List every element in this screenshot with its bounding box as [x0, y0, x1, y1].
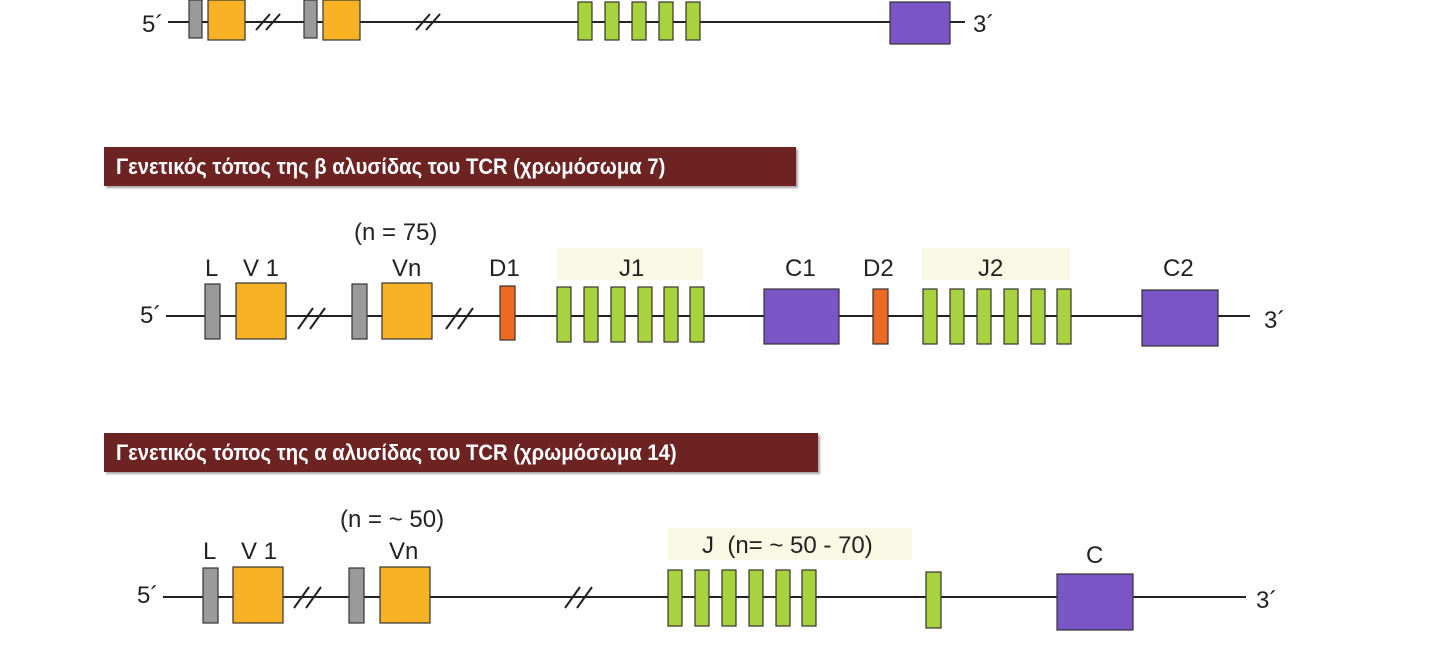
- top-break-mark-2: [415, 13, 441, 31]
- top-j-segment: [685, 1, 701, 41]
- beta-c1-segment: [763, 288, 840, 345]
- beta-label-v1: V 1: [243, 255, 279, 282]
- beta-j1-highlight: [557, 248, 703, 280]
- top-v-segment-1: [207, 0, 246, 41]
- alpha-label-c: C: [1086, 542, 1103, 569]
- alpha-v-segment-n: [379, 566, 431, 624]
- beta-label-c1: C1: [785, 255, 816, 282]
- top-locus: 5´ 3´: [142, 0, 994, 45]
- beta-leader-segment-2: [351, 283, 368, 340]
- alpha-five-prime-label: 5´: [137, 582, 158, 609]
- beta-label-c2: C2: [1163, 255, 1194, 282]
- beta-j2-segment: [949, 288, 965, 345]
- beta-locus-title: Γενετικός τόπος της β αλυσίδας του TCR (…: [116, 154, 666, 179]
- top-j-segment: [577, 1, 593, 41]
- alpha-j-segment: [801, 569, 817, 627]
- beta-leader-segment-1: [204, 283, 221, 340]
- top-leader-segment-2: [303, 0, 318, 39]
- beta-five-prime-label: 5´: [140, 302, 161, 329]
- top-j-segment: [658, 1, 674, 41]
- beta-j2-segment: [976, 288, 992, 345]
- alpha-j-segment: [775, 569, 791, 627]
- beta-d2-segment: [872, 288, 889, 345]
- beta-j1-segment: [637, 286, 653, 343]
- top-three-prime-label: 3´: [973, 11, 994, 38]
- beta-j2-segment: [922, 288, 938, 345]
- top-leader-segment-1: [188, 0, 203, 39]
- top-j-segments: [577, 1, 701, 41]
- alpha-label-v1: V 1: [241, 538, 277, 565]
- beta-three-prime-label: 3´: [1264, 307, 1285, 334]
- alpha-j-highlight: [668, 528, 912, 560]
- beta-j2-segment: [1030, 288, 1046, 345]
- beta-j1-segments: [556, 286, 705, 343]
- alpha-locus: (n = ~ 50) L V 1 Vn J (n= ~ 50 - 70) C 5…: [137, 506, 1277, 631]
- beta-break-mark-2: [445, 307, 474, 330]
- alpha-leader-segment-1: [202, 567, 219, 624]
- alpha-j-segment: [667, 569, 683, 627]
- beta-locus: (n = 75) L V 1 Vn D1 J1 C1 D2 J2 C2 5´: [140, 219, 1285, 347]
- alpha-label-vn: Vn: [389, 538, 418, 565]
- beta-j2-segment: [1056, 288, 1072, 345]
- alpha-locus-title-banner: Γενετικός τόπος της α αλυσίδας του TCR (…: [104, 433, 818, 472]
- beta-j1-segment: [689, 286, 705, 343]
- top-v-segment-2: [322, 0, 361, 41]
- alpha-j-segments: [667, 569, 942, 629]
- beta-locus-title-banner: Γενετικός τόπος της β αλυσίδας του TCR (…: [104, 147, 796, 186]
- beta-label-d2: D2: [863, 255, 894, 282]
- beta-v-segment-1: [235, 282, 287, 340]
- top-j-segment: [631, 1, 647, 41]
- alpha-c-segment: [1056, 573, 1134, 631]
- alpha-three-prime-label: 3´: [1256, 587, 1277, 614]
- beta-j1-segment: [583, 286, 599, 343]
- top-j-segment: [604, 1, 620, 41]
- alpha-j-segment-last: [925, 571, 942, 629]
- top-c-segment: [889, 1, 951, 45]
- alpha-leader-segment-2: [348, 567, 365, 624]
- beta-vn-count-label: (n = 75): [354, 219, 437, 246]
- beta-j1-segment: [663, 286, 679, 343]
- beta-c2-segment: [1141, 289, 1219, 347]
- alpha-j-segment: [721, 569, 737, 627]
- beta-label-vn: Vn: [392, 255, 421, 282]
- alpha-j-segment: [748, 569, 764, 627]
- beta-j1-segment: [556, 286, 572, 343]
- beta-v-segment-n: [381, 282, 433, 340]
- alpha-locus-title: Γενετικός τόπος της α αλυσίδας του TCR (…: [116, 440, 677, 465]
- beta-d1-segment: [499, 285, 516, 341]
- top-five-prime-label: 5´: [142, 11, 163, 38]
- beta-label-j1: J1: [619, 255, 644, 282]
- beta-j1-segment: [610, 286, 626, 343]
- alpha-break-mark-1: [293, 586, 322, 609]
- beta-j2-segment: [1003, 288, 1019, 345]
- alpha-v-segment-1: [232, 566, 284, 624]
- beta-j2-segments: [922, 288, 1072, 345]
- alpha-vn-count-label: (n = ~ 50): [340, 506, 444, 533]
- beta-break-mark-1: [297, 307, 326, 330]
- alpha-break-mark-2: [564, 586, 593, 609]
- beta-label-l: L: [205, 255, 218, 282]
- alpha-label-j: J (n= ~ 50 - 70): [702, 532, 873, 559]
- beta-j2-highlight: [922, 248, 1070, 280]
- beta-label-j2: J2: [978, 255, 1003, 282]
- top-break-mark-1: [255, 13, 281, 31]
- alpha-label-l: L: [203, 538, 216, 565]
- alpha-j-segment: [694, 569, 710, 627]
- beta-label-d1: D1: [489, 255, 520, 282]
